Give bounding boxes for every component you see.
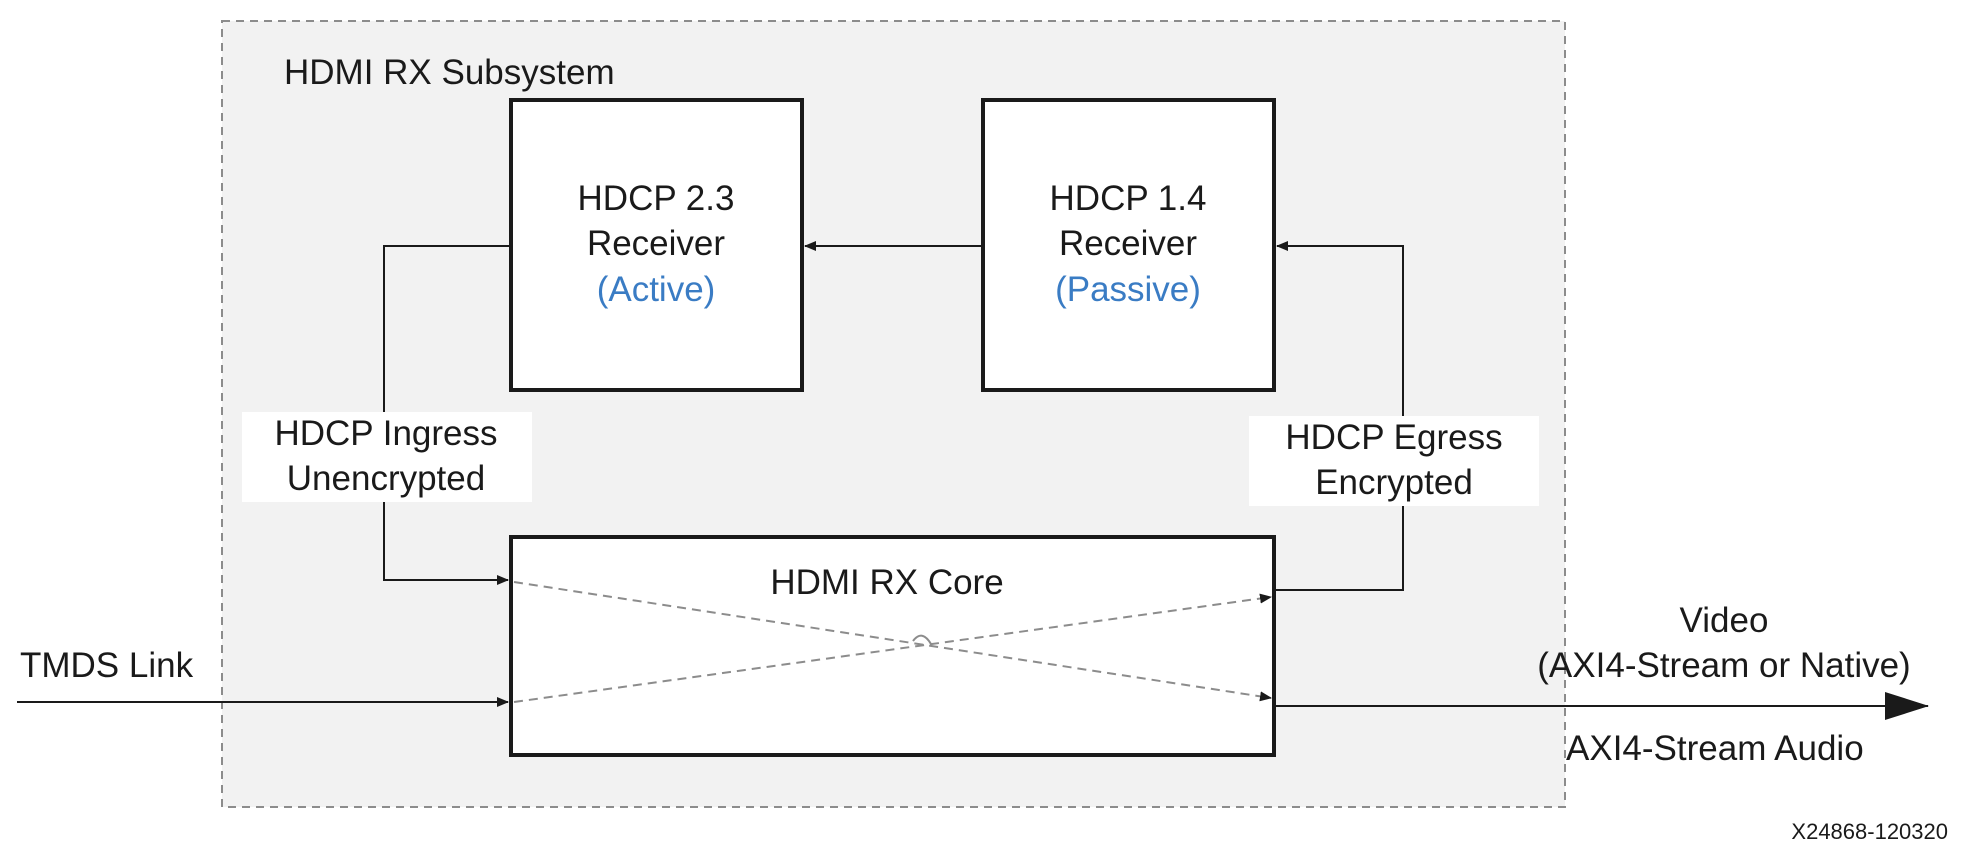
- hdcp14-receiver-block: [981, 98, 1276, 392]
- egress-label-box: [1249, 416, 1539, 506]
- hdcp23-line1: HDCP 2.3: [578, 179, 735, 218]
- crossover-line-up: [513, 593, 1272, 703]
- ingress-label-box: [242, 412, 532, 502]
- figure-id: X24868-120320: [1791, 819, 1948, 844]
- hdmi-rx-core-block: [509, 535, 1276, 757]
- tmds-link-label: TMDS Link: [20, 646, 194, 685]
- egress-line1: HDCP Egress: [1285, 418, 1502, 457]
- hdcp14-line2: Receiver: [1059, 224, 1197, 263]
- hdcp23-line2: Receiver: [587, 224, 725, 263]
- hdcp14-line1: HDCP 1.4: [1050, 179, 1207, 218]
- video-label-line2: (AXI4-Stream or Native): [1537, 646, 1910, 685]
- hdcp23-receiver-block: [509, 98, 804, 392]
- video-label-line1: Video: [1680, 601, 1769, 640]
- subsystem-title: HDMI RX Subsystem: [284, 53, 615, 92]
- crossover-line-down: [513, 581, 1272, 702]
- ingress-line2: Unencrypted: [287, 459, 485, 498]
- hdcp23-mode: (Active): [597, 270, 716, 309]
- ingress-line1: HDCP Ingress: [274, 414, 497, 453]
- crossover-hop: [912, 634, 932, 645]
- egress-line2: Encrypted: [1315, 463, 1473, 502]
- hdcp14-mode: (Passive): [1055, 270, 1201, 309]
- audio-label: AXI4-Stream Audio: [1566, 729, 1864, 768]
- hdmi-rx-core-label: HDMI RX Core: [770, 563, 1003, 602]
